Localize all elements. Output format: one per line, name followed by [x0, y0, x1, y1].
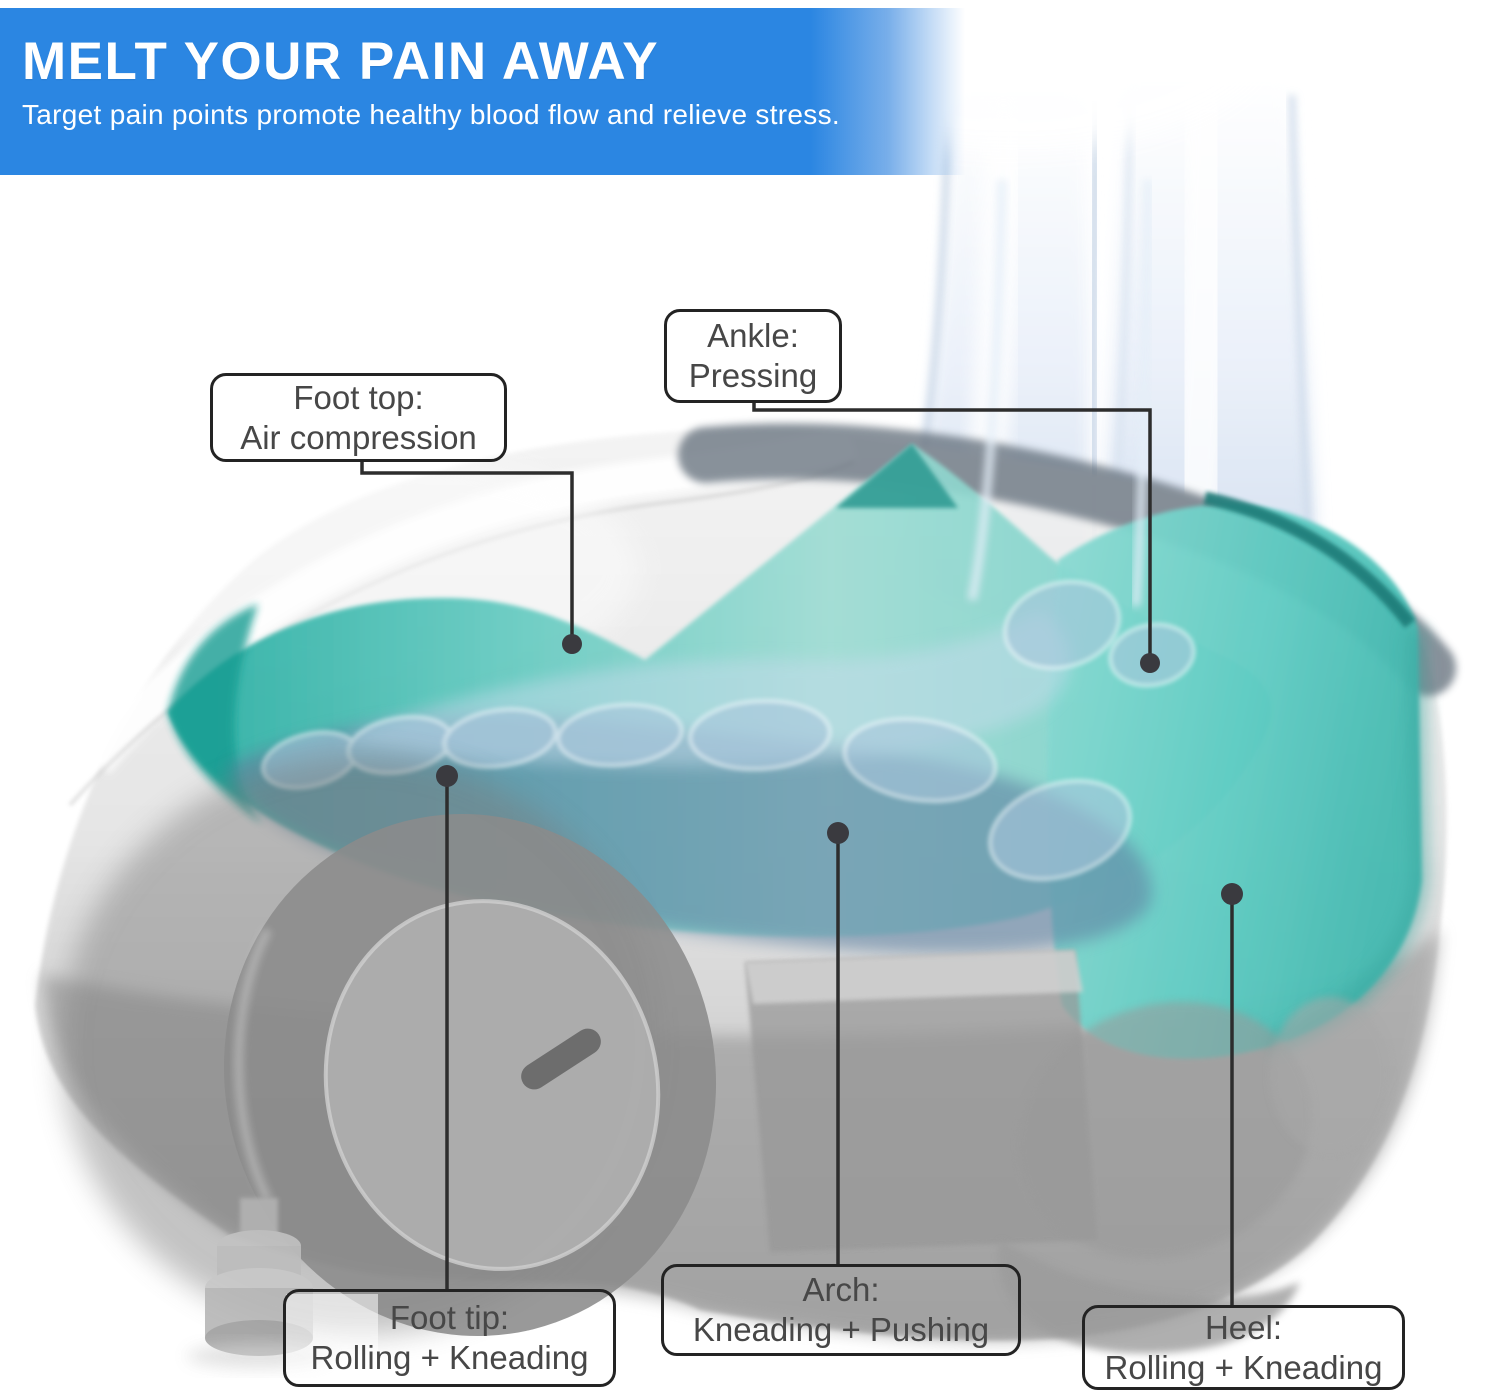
- callout-arch: Arch: Kneading + Pushing: [661, 1264, 1021, 1356]
- callout-arch-line2: Kneading + Pushing: [692, 1311, 990, 1348]
- callout-heel-line1: Heel:: [1204, 1308, 1283, 1346]
- callout-foot-top: Foot top: Air compression: [210, 373, 507, 462]
- callout-foot-tip-line1: Foot tip:: [389, 1299, 510, 1336]
- header-banner: MELT YOUR PAIN AWAY Target pain points p…: [0, 8, 965, 175]
- dot-ankle: [1140, 653, 1160, 673]
- dot-foot-tip: [436, 765, 458, 787]
- callout-ankle-line2: Pressing: [688, 357, 818, 394]
- callout-anchor-dots: [436, 634, 1243, 905]
- banner-subtitle: Target pain points promote healthy blood…: [22, 98, 840, 130]
- callout-arch-line1: Arch:: [802, 1271, 880, 1308]
- leader-foot-top: [360, 461, 574, 640]
- callout-heel-line2: Rolling + Kneading: [1104, 1348, 1383, 1386]
- heel-cup: [1047, 491, 1430, 1059]
- callout-heel: Heel: Rolling + Kneading: [1082, 1305, 1405, 1390]
- dot-heel: [1221, 883, 1243, 905]
- banner-title: MELT YOUR PAIN AWAY: [22, 32, 660, 91]
- callout-foot-tip: Foot tip: Rolling + Kneading: [283, 1289, 616, 1387]
- front-roller-inner: [325, 901, 659, 1269]
- dot-arch: [827, 822, 849, 844]
- callout-ankle-line1: Ankle:: [707, 317, 799, 354]
- callout-ankle: Ankle: Pressing: [664, 309, 842, 403]
- callout-foot-top-line2: Air compression: [240, 418, 477, 456]
- internal-mechanics: [60, 755, 1390, 1354]
- callout-leader-lines: [360, 402, 1234, 1307]
- callout-foot-top-line1: Foot top:: [293, 378, 424, 416]
- leader-ankle: [752, 402, 1152, 660]
- roller-slot: [521, 1028, 601, 1090]
- dot-foot-top: [562, 634, 582, 654]
- callout-foot-tip-line2: Rolling + Kneading: [310, 1339, 589, 1376]
